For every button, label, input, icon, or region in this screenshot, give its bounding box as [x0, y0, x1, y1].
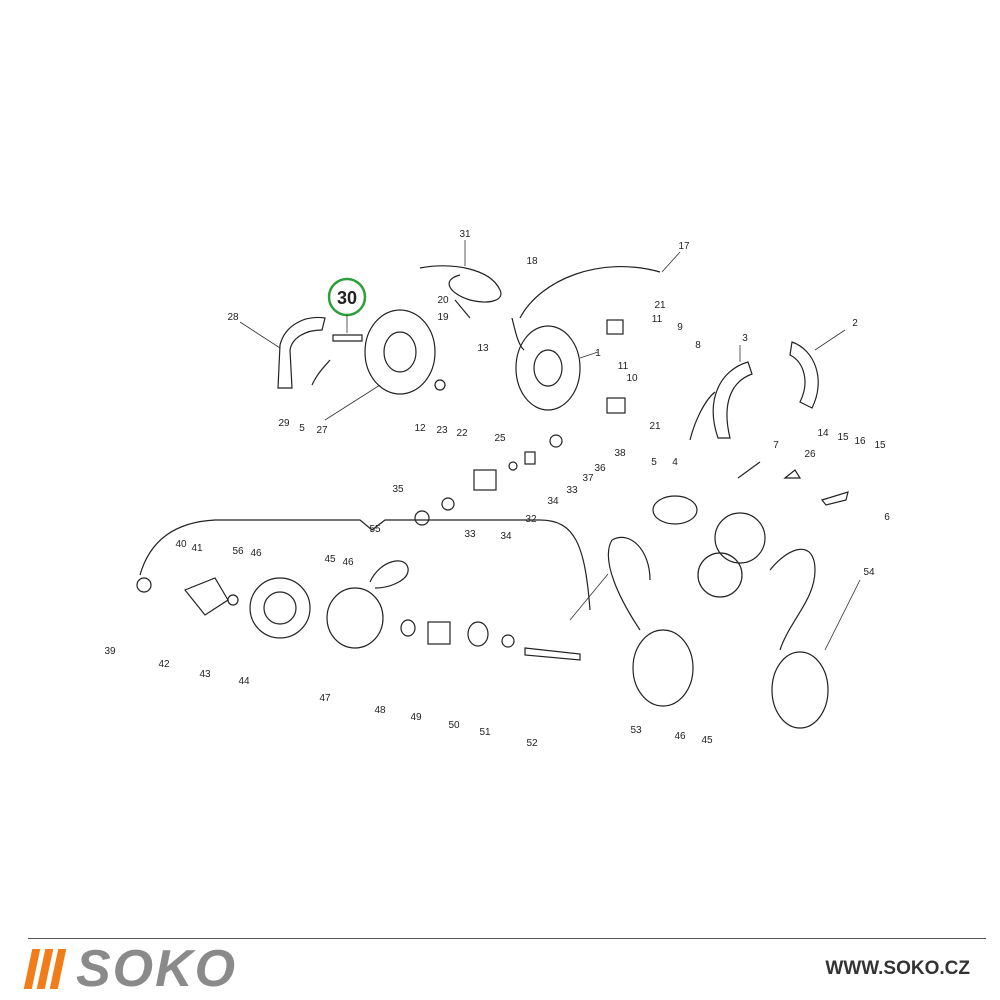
part-number-label: 45 [701, 735, 713, 746]
part-number-label: 56 [232, 546, 244, 557]
part-number-label: 36 [594, 463, 606, 474]
soko-logo: SOKO [23, 940, 238, 998]
highlight-callout: 30 [327, 277, 367, 342]
part-number-label: 39 [104, 646, 116, 657]
part-number-label: 32 [525, 514, 537, 525]
part-number-label: 40 [175, 539, 187, 550]
spring-29 [311, 359, 331, 386]
part-number-label: 55 [369, 524, 381, 535]
part-number-label: 13 [477, 343, 489, 354]
part-number-label: 8 [695, 340, 701, 351]
part-number-label: 53 [630, 725, 642, 736]
highlight-number: 30 [337, 288, 357, 308]
leader-lines [239, 240, 861, 651]
part-number-label: 15 [874, 440, 886, 451]
part-number-label: 46 [342, 557, 354, 568]
part-number-label: 42 [158, 659, 170, 670]
part-30-drawing [332, 334, 363, 342]
part-number-label: 21 [649, 421, 661, 432]
website-url[interactable]: WWW.SOKO.CZ [825, 958, 970, 979]
part-number-label: 4 [672, 457, 678, 468]
part-number-label: 1 [595, 348, 601, 359]
part-number-label: 34 [547, 496, 559, 507]
part-number-label: 16 [854, 436, 866, 447]
part-number-label: 31 [459, 229, 471, 240]
part-number-label: 20 [437, 295, 449, 306]
part-number-label: 9 [677, 322, 683, 333]
part-number-label: 11 [652, 314, 663, 325]
part-number-label: 48 [374, 705, 386, 716]
part-number-label: 46 [674, 731, 686, 742]
part-number-label: 3 [742, 333, 748, 344]
part-number-label: 34 [500, 531, 512, 542]
part-number-label: 33 [566, 485, 578, 496]
part-number-label: 18 [526, 256, 538, 267]
part-number-label: 45 [324, 554, 336, 565]
logo-text: SOKO [76, 940, 238, 998]
part-number-label: 22 [456, 428, 468, 439]
part-number-label: 38 [614, 448, 626, 459]
part-number-label: 11 [618, 361, 629, 372]
part-number-label: 35 [392, 484, 404, 495]
part-number-label: 51 [479, 727, 491, 738]
part-number-label: 5 [651, 457, 657, 468]
part-number-label: 2 [852, 318, 858, 329]
part-number-label: 26 [804, 449, 816, 460]
part-number-label: 37 [582, 473, 594, 484]
part-number-label: 25 [494, 433, 506, 444]
part-number-label: 47 [319, 693, 331, 704]
part-number-label: 28 [227, 312, 239, 323]
logo-bars-icon [23, 949, 67, 989]
part-number-label: 14 [817, 428, 829, 439]
part-number-label: 27 [316, 425, 328, 436]
footer-divider [28, 938, 986, 939]
part-number-label: 52 [526, 738, 538, 749]
part-number-label: 54 [863, 567, 875, 578]
part-number-label: 17 [678, 241, 690, 252]
part-drawings [136, 265, 849, 729]
part-number-label: 43 [199, 669, 211, 680]
part-number-label: 12 [414, 423, 426, 434]
part-number-label: 29 [278, 418, 290, 429]
part-number-label: 44 [238, 676, 250, 687]
part-number-label: 7 [773, 440, 779, 451]
part-number-label: 5 [299, 423, 305, 434]
part-number-label: 46 [250, 548, 262, 559]
part-number-label: 15 [837, 432, 849, 443]
part-number-label: 41 [191, 543, 203, 554]
part-number-label: 6 [884, 512, 890, 523]
part-number-label: 21 [654, 300, 666, 311]
part-number-label: 50 [448, 720, 460, 731]
part-number-label: 33 [464, 529, 476, 540]
part-number-label: 23 [436, 425, 448, 436]
part-number-label: 10 [626, 373, 638, 384]
part-number-label: 49 [410, 712, 422, 723]
part-number-label: 19 [437, 312, 449, 323]
